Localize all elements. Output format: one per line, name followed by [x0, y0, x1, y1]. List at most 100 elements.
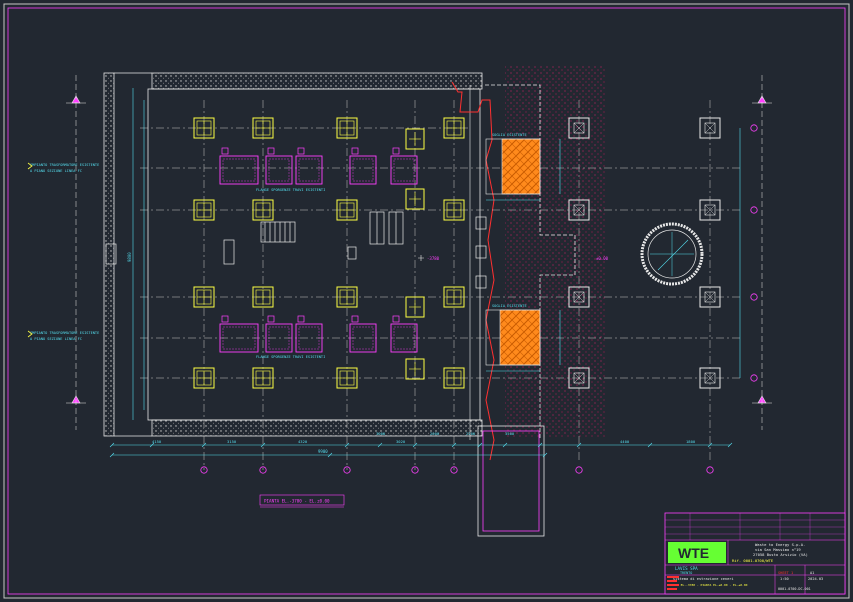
orange-note-bottom: SOGLIA ESISTENTE: [492, 304, 527, 308]
dim-seg4: 3000: [376, 431, 386, 436]
pier: [568, 117, 590, 139]
wte-logo: WTE: [678, 545, 709, 561]
dim-tick: [727, 442, 733, 448]
column-base: [443, 286, 465, 308]
machine-footprint: [390, 147, 418, 185]
column-bases: [193, 117, 465, 389]
elevation-center: -3780: [427, 256, 440, 261]
right-piers: [568, 117, 721, 389]
dim-tick: [707, 442, 713, 448]
central-equipment: [105, 211, 487, 289]
column-base: [336, 117, 358, 139]
dim-tick: [451, 442, 457, 448]
company-line3: 27058 Busto Arsizio (VA): [753, 552, 808, 557]
machine-footprint: [295, 147, 323, 185]
existing-structure-hatch: [505, 65, 605, 437]
existing-threshold-bottom: [499, 309, 541, 366]
company-line2: via San Massimo n°19: [755, 547, 801, 552]
grid-bubble: [200, 466, 208, 474]
pier: [699, 199, 721, 221]
flange-note-bottom: FLANGE SPORGENZE TRAVI ESISTENTI: [256, 355, 325, 359]
dim-seg6: 2000: [430, 431, 440, 436]
dimension-lines: [112, 88, 741, 456]
dim-tick: [542, 452, 548, 458]
dim-tick: [201, 442, 207, 448]
dim-seg1: 4150: [152, 439, 162, 444]
rev: A1: [810, 571, 814, 575]
column-base: [193, 286, 215, 308]
column-base: [443, 117, 465, 139]
machine-footprint: [349, 147, 377, 185]
column-base: [193, 199, 215, 221]
machine-footprint: [219, 315, 259, 353]
dim-seg5: 3020: [396, 439, 406, 444]
dim-overall: 9900: [318, 449, 328, 454]
column-base-small: [405, 188, 425, 210]
dim-tick: [647, 442, 653, 448]
machine-footprint: [349, 315, 377, 353]
dim-tick: [109, 442, 115, 448]
grid-axes: [140, 100, 740, 470]
pier: [699, 117, 721, 139]
orange-note-top: SOGLIA ESISTENTE: [492, 133, 527, 137]
dim-tick: [327, 452, 333, 458]
dim-seg2: 3150: [227, 439, 237, 444]
dim-tick: [537, 442, 543, 448]
pier: [568, 286, 590, 308]
elevation-right: ±0.00: [596, 256, 609, 261]
left-note-bottom-2: A PIANO SEZIONE LINEA FC: [30, 337, 82, 341]
sheet-frame-inner: [7, 7, 846, 595]
ref: Rif. 0001-0700/WTE: [732, 558, 774, 563]
client-line2: TRENTO: [680, 571, 692, 575]
dim-tick: [109, 452, 115, 458]
machine-footprint: [219, 147, 259, 185]
code: 0001-0700-DC-001: [778, 587, 811, 591]
column-base: [252, 367, 274, 389]
dim-tick: [477, 442, 483, 448]
machine-footprint: [265, 147, 293, 185]
column-base: [443, 199, 465, 221]
sheet-label: SHEET 1: [778, 571, 793, 575]
break-line: [451, 81, 495, 461]
sheet-frame-outer: [3, 3, 850, 599]
column-base: [252, 286, 274, 308]
machine-footprints: [219, 147, 418, 353]
dim-seg8: 3500: [505, 431, 515, 436]
machine-footprint: [390, 315, 418, 353]
flange-note-top: FLANGE SPORGENZE TRAVI ESISTENTI: [256, 188, 325, 192]
existing-threshold-top: [501, 138, 541, 195]
grid-bubble: [750, 293, 758, 301]
dim-seg3: 4320: [298, 439, 308, 444]
pier: [699, 367, 721, 389]
dimension-ticks: [109, 442, 733, 458]
grid-bubble: [706, 466, 714, 474]
left-note-top-1: IMPIANTO TRASFORMATORE ESISTENTE: [30, 163, 99, 167]
column-base-small: [405, 128, 425, 150]
dim-vert-overall: 9800: [127, 252, 132, 262]
column-base-small: [405, 296, 425, 318]
dim-tick: [344, 442, 350, 448]
dim-seg9: 4400: [620, 439, 630, 444]
pit-outline: [477, 425, 545, 537]
column-base: [252, 117, 274, 139]
dim-tick: [377, 442, 383, 448]
dim-tick: [149, 442, 155, 448]
dim-tick: [260, 442, 266, 448]
section-lines: [75, 75, 763, 430]
grid-bubble: [259, 466, 267, 474]
grid-bubble: [750, 124, 758, 132]
column-base-small: [405, 358, 425, 380]
date: 2024.03: [808, 577, 823, 581]
dim-tick: [576, 442, 582, 448]
company-line1: Waste to Energy S.p.A.: [755, 542, 805, 547]
left-note-top-2: A PIANO SEZIONE LINEA FC: [30, 169, 82, 173]
grid-bubble: [343, 466, 351, 474]
grid-bubble: [411, 466, 419, 474]
grid-bubbles: [200, 124, 758, 474]
grid-bubble: [750, 374, 758, 382]
title-block: WTE Waste to Energy S.p.A. via San Massi…: [664, 512, 846, 595]
client-line1: LAVIS SPA: [675, 566, 698, 571]
column-base: [336, 199, 358, 221]
column-base: [252, 199, 274, 221]
